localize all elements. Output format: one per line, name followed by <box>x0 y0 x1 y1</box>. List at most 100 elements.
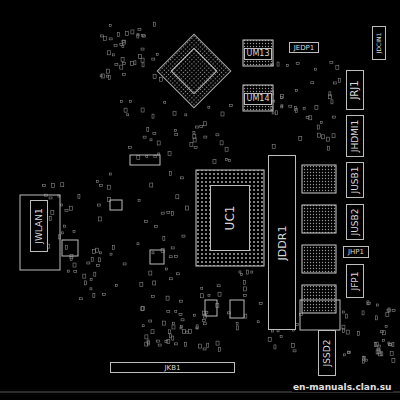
smd-part <box>315 105 318 109</box>
smd-part <box>236 326 238 330</box>
smd-part <box>332 134 335 138</box>
smd-part <box>134 61 136 65</box>
smd-part <box>218 292 221 296</box>
smd-part <box>91 257 93 261</box>
smd-part <box>362 311 364 315</box>
smd-part <box>179 313 182 315</box>
component-outline: JUSB1 <box>346 162 364 198</box>
smd-part <box>158 344 161 346</box>
smd-part <box>146 155 148 157</box>
smd-part <box>143 136 146 138</box>
smd-part <box>334 82 337 84</box>
smd-part <box>245 314 247 318</box>
smd-part <box>168 330 170 334</box>
smd-part <box>108 185 111 189</box>
smd-part <box>137 34 139 38</box>
smd-part <box>70 206 73 210</box>
smd-part <box>167 211 170 213</box>
smd-part <box>345 314 347 318</box>
smd-part <box>65 209 68 211</box>
reference-designator: JFP1 <box>351 272 360 291</box>
reference-designator: JEDP1 <box>294 44 315 51</box>
smd-part <box>101 35 104 37</box>
smd-part <box>138 199 140 201</box>
smd-part <box>152 252 154 254</box>
smd-part <box>180 327 182 329</box>
smd-part <box>377 304 379 306</box>
smd-part <box>380 331 383 333</box>
cpu-bga <box>196 170 264 266</box>
smd-part <box>153 281 156 285</box>
smd-part <box>280 336 282 338</box>
smd-part <box>182 235 185 237</box>
smd-part <box>322 135 325 139</box>
component-outline: UM14 <box>244 93 272 105</box>
smd-part <box>383 340 385 342</box>
smd-part <box>220 141 223 145</box>
smd-part <box>194 146 197 148</box>
smd-part <box>321 121 323 123</box>
smd-part <box>79 298 82 300</box>
smd-part <box>272 330 274 332</box>
smd-part <box>206 311 208 313</box>
smd-part <box>317 133 320 137</box>
smd-part <box>120 43 123 45</box>
smd-part <box>123 263 126 265</box>
smd-part <box>392 342 394 346</box>
smd-part <box>61 204 63 206</box>
component-outline: JHP1 <box>343 246 369 258</box>
reference-designator: JKB1 <box>165 364 181 371</box>
smd-part <box>140 283 143 287</box>
smd-part <box>68 270 70 272</box>
smd-part <box>160 77 163 81</box>
component-outline: JDDR1 <box>268 155 296 330</box>
smd-part <box>348 351 350 353</box>
smd-part <box>127 114 129 116</box>
smd-part <box>385 325 387 327</box>
smd-part <box>229 105 232 107</box>
reference-designator: JSSD2 <box>323 340 332 367</box>
smd-part <box>157 141 160 145</box>
smd-part <box>189 329 192 333</box>
smd-part <box>141 306 144 310</box>
reference-designator: JUSB1 <box>351 167 360 194</box>
smd-part <box>96 248 99 252</box>
bga-chip <box>157 34 231 108</box>
smd-part <box>327 146 329 150</box>
smd-part <box>208 106 210 108</box>
smd-part <box>144 220 147 222</box>
smd-part <box>272 112 274 114</box>
smd-part <box>124 108 127 112</box>
smd-part <box>167 311 170 313</box>
smd-part <box>243 287 246 291</box>
smd-part <box>104 36 107 40</box>
smd-part <box>180 300 183 302</box>
smd-part <box>244 295 247 297</box>
smd-part <box>166 296 169 300</box>
smd-part <box>225 147 228 151</box>
smd-part <box>362 356 364 360</box>
smd-part <box>122 41 125 43</box>
smd-part <box>109 38 112 40</box>
smd-part <box>196 327 198 329</box>
smd-part <box>97 180 99 182</box>
smd-part <box>161 212 164 214</box>
smd-part <box>151 295 154 297</box>
smd-part <box>110 253 112 255</box>
smd-part <box>330 61 333 63</box>
component-outline: JKB1 <box>110 362 235 373</box>
smd-part <box>90 288 92 290</box>
smd-part <box>331 100 333 104</box>
smd-part <box>172 336 174 340</box>
smd-part <box>171 247 174 249</box>
smd-part <box>247 270 249 274</box>
smd-part <box>202 320 205 322</box>
smd-part <box>49 197 52 199</box>
reference-designator: UM13 <box>247 50 270 58</box>
smd-part <box>221 112 224 116</box>
smd-part <box>217 285 220 287</box>
smd-part <box>303 107 305 109</box>
smd-part <box>190 143 193 147</box>
smd-part <box>122 74 125 76</box>
